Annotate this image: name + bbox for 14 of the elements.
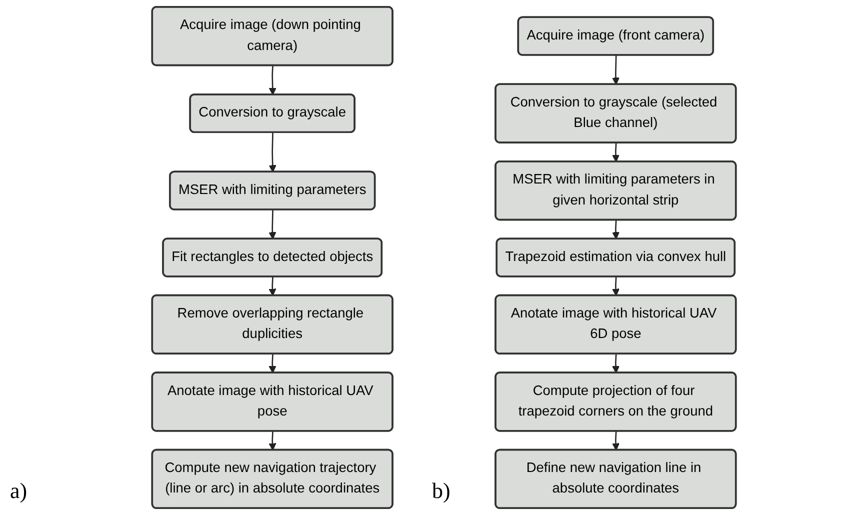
arrow <box>612 354 620 374</box>
arrow <box>268 276 276 296</box>
arrow <box>612 220 620 240</box>
arrow <box>612 142 620 162</box>
arrow <box>268 354 276 374</box>
arrow <box>268 66 276 96</box>
arrow <box>612 276 620 296</box>
arrow <box>612 431 620 451</box>
arrow <box>268 210 276 240</box>
arrow <box>268 431 276 451</box>
panel-label: a) <box>10 478 28 504</box>
panel-label: b) <box>432 478 450 504</box>
arrow <box>268 132 276 172</box>
arrow <box>612 55 620 85</box>
